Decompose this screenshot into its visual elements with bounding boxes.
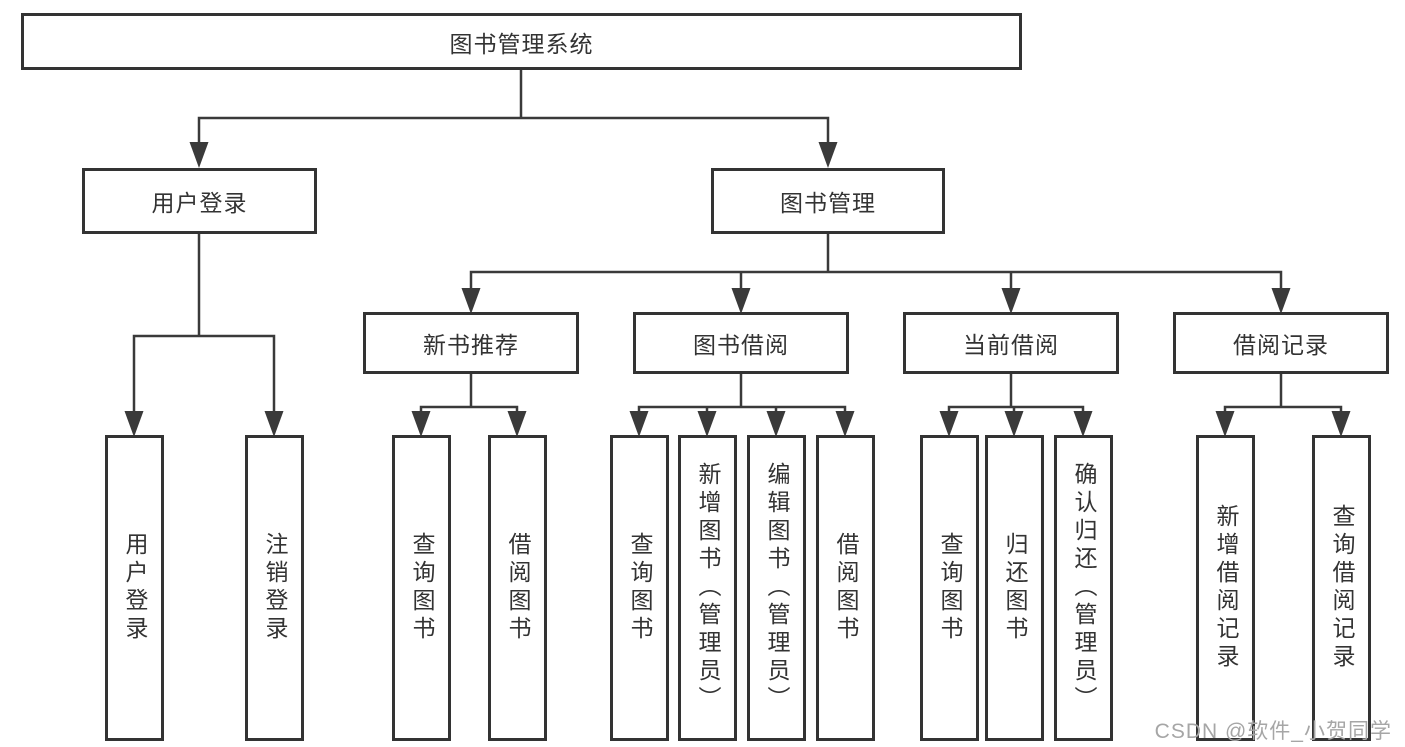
node-root-label: 图书管理系统 — [449, 30, 594, 57]
leaf-query-borrow-record: 查询借阅记录 — [1312, 435, 1371, 741]
leaf-edit-book-admin-label: 编辑图书（管理员） — [764, 462, 790, 714]
leaf-confirm-return-admin: 确认归还（管理员） — [1054, 435, 1113, 741]
node-borrow-records-label: 借阅记录 — [1233, 332, 1329, 358]
leaf-add-borrow-record: 新增借阅记录 — [1196, 435, 1255, 741]
node-book-borrow: 图书借阅 — [633, 312, 849, 374]
leaf-confirm-return-admin-label: 确认归还（管理员） — [1071, 462, 1097, 714]
leaf-return-book: 归还图书 — [985, 435, 1044, 741]
arrowheads — [124, 142, 1351, 437]
leaf-borrow-borrow-book: 借阅图书 — [816, 435, 875, 741]
leaf-add-book-admin-label: 新增图书（管理员） — [695, 462, 721, 714]
node-current-borrow-label: 当前借阅 — [963, 332, 1059, 358]
leaf-borrow-query-book-label: 查询图书 — [627, 532, 653, 644]
leaf-add-borrow-record-label: 新增借阅记录 — [1213, 504, 1239, 672]
leaf-edit-book-admin: 编辑图书（管理员） — [747, 435, 806, 741]
node-new-book-recommend: 新书推荐 — [363, 312, 579, 374]
leaf-logout-label: 注销登录 — [262, 532, 288, 644]
leaf-current-query-book-label: 查询图书 — [937, 532, 963, 644]
node-book-management-label: 图书管理 — [780, 190, 876, 216]
leaf-query-borrow-record-label: 查询借阅记录 — [1329, 504, 1355, 672]
node-book-borrow-label: 图书借阅 — [693, 332, 789, 358]
node-new-book-recommend-label: 新书推荐 — [423, 332, 519, 358]
node-current-borrow: 当前借阅 — [903, 312, 1119, 374]
leaf-add-book-admin: 新增图书（管理员） — [678, 435, 737, 741]
leaf-logout: 注销登录 — [245, 435, 304, 741]
node-user-login: 用户登录 — [82, 168, 317, 234]
csdn-watermark: CSDN @软件_小贺同学 — [1154, 720, 1392, 743]
leaf-recommend-borrow-book: 借阅图书 — [488, 435, 547, 741]
node-book-management: 图书管理 — [711, 168, 945, 234]
leaf-recommend-query-book-label: 查询图书 — [409, 532, 435, 644]
node-borrow-records: 借阅记录 — [1173, 312, 1389, 374]
leaf-user-login-label: 用户登录 — [122, 532, 148, 644]
leaf-recommend-query-book: 查询图书 — [392, 435, 451, 741]
leaf-user-login: 用户登录 — [105, 435, 164, 741]
node-root-system: 图书管理系统 — [21, 13, 1022, 70]
leaf-borrow-borrow-book-label: 借阅图书 — [833, 532, 859, 644]
leaf-return-book-label: 归还图书 — [1002, 532, 1028, 644]
leaf-recommend-borrow-book-label: 借阅图书 — [505, 532, 531, 644]
leaf-borrow-query-book: 查询图书 — [610, 435, 669, 741]
leaf-current-query-book: 查询图书 — [920, 435, 979, 741]
node-user-login-label: 用户登录 — [151, 190, 248, 216]
